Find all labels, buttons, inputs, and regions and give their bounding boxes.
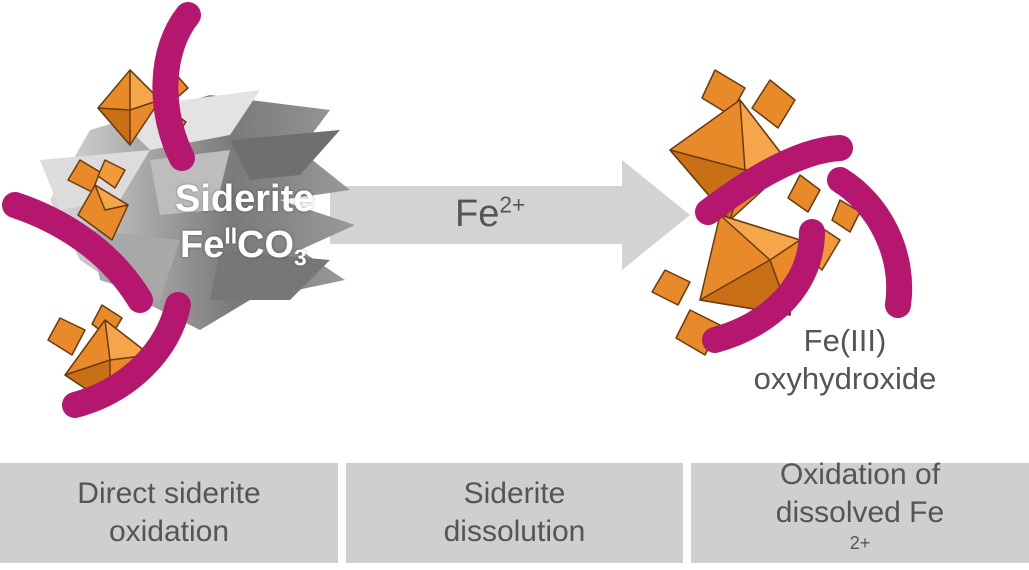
dissolution-arrow	[330, 160, 690, 270]
product-label: Fe(III) oxyhydroxide	[753, 323, 937, 396]
siderite-formula: FeIICO3	[180, 222, 307, 271]
siderite-name: Siderite	[175, 178, 315, 220]
right-bacteria	[695, 135, 913, 353]
arrow-ion-label: Fe2+	[455, 191, 526, 235]
left-bacteria	[2, 2, 201, 418]
